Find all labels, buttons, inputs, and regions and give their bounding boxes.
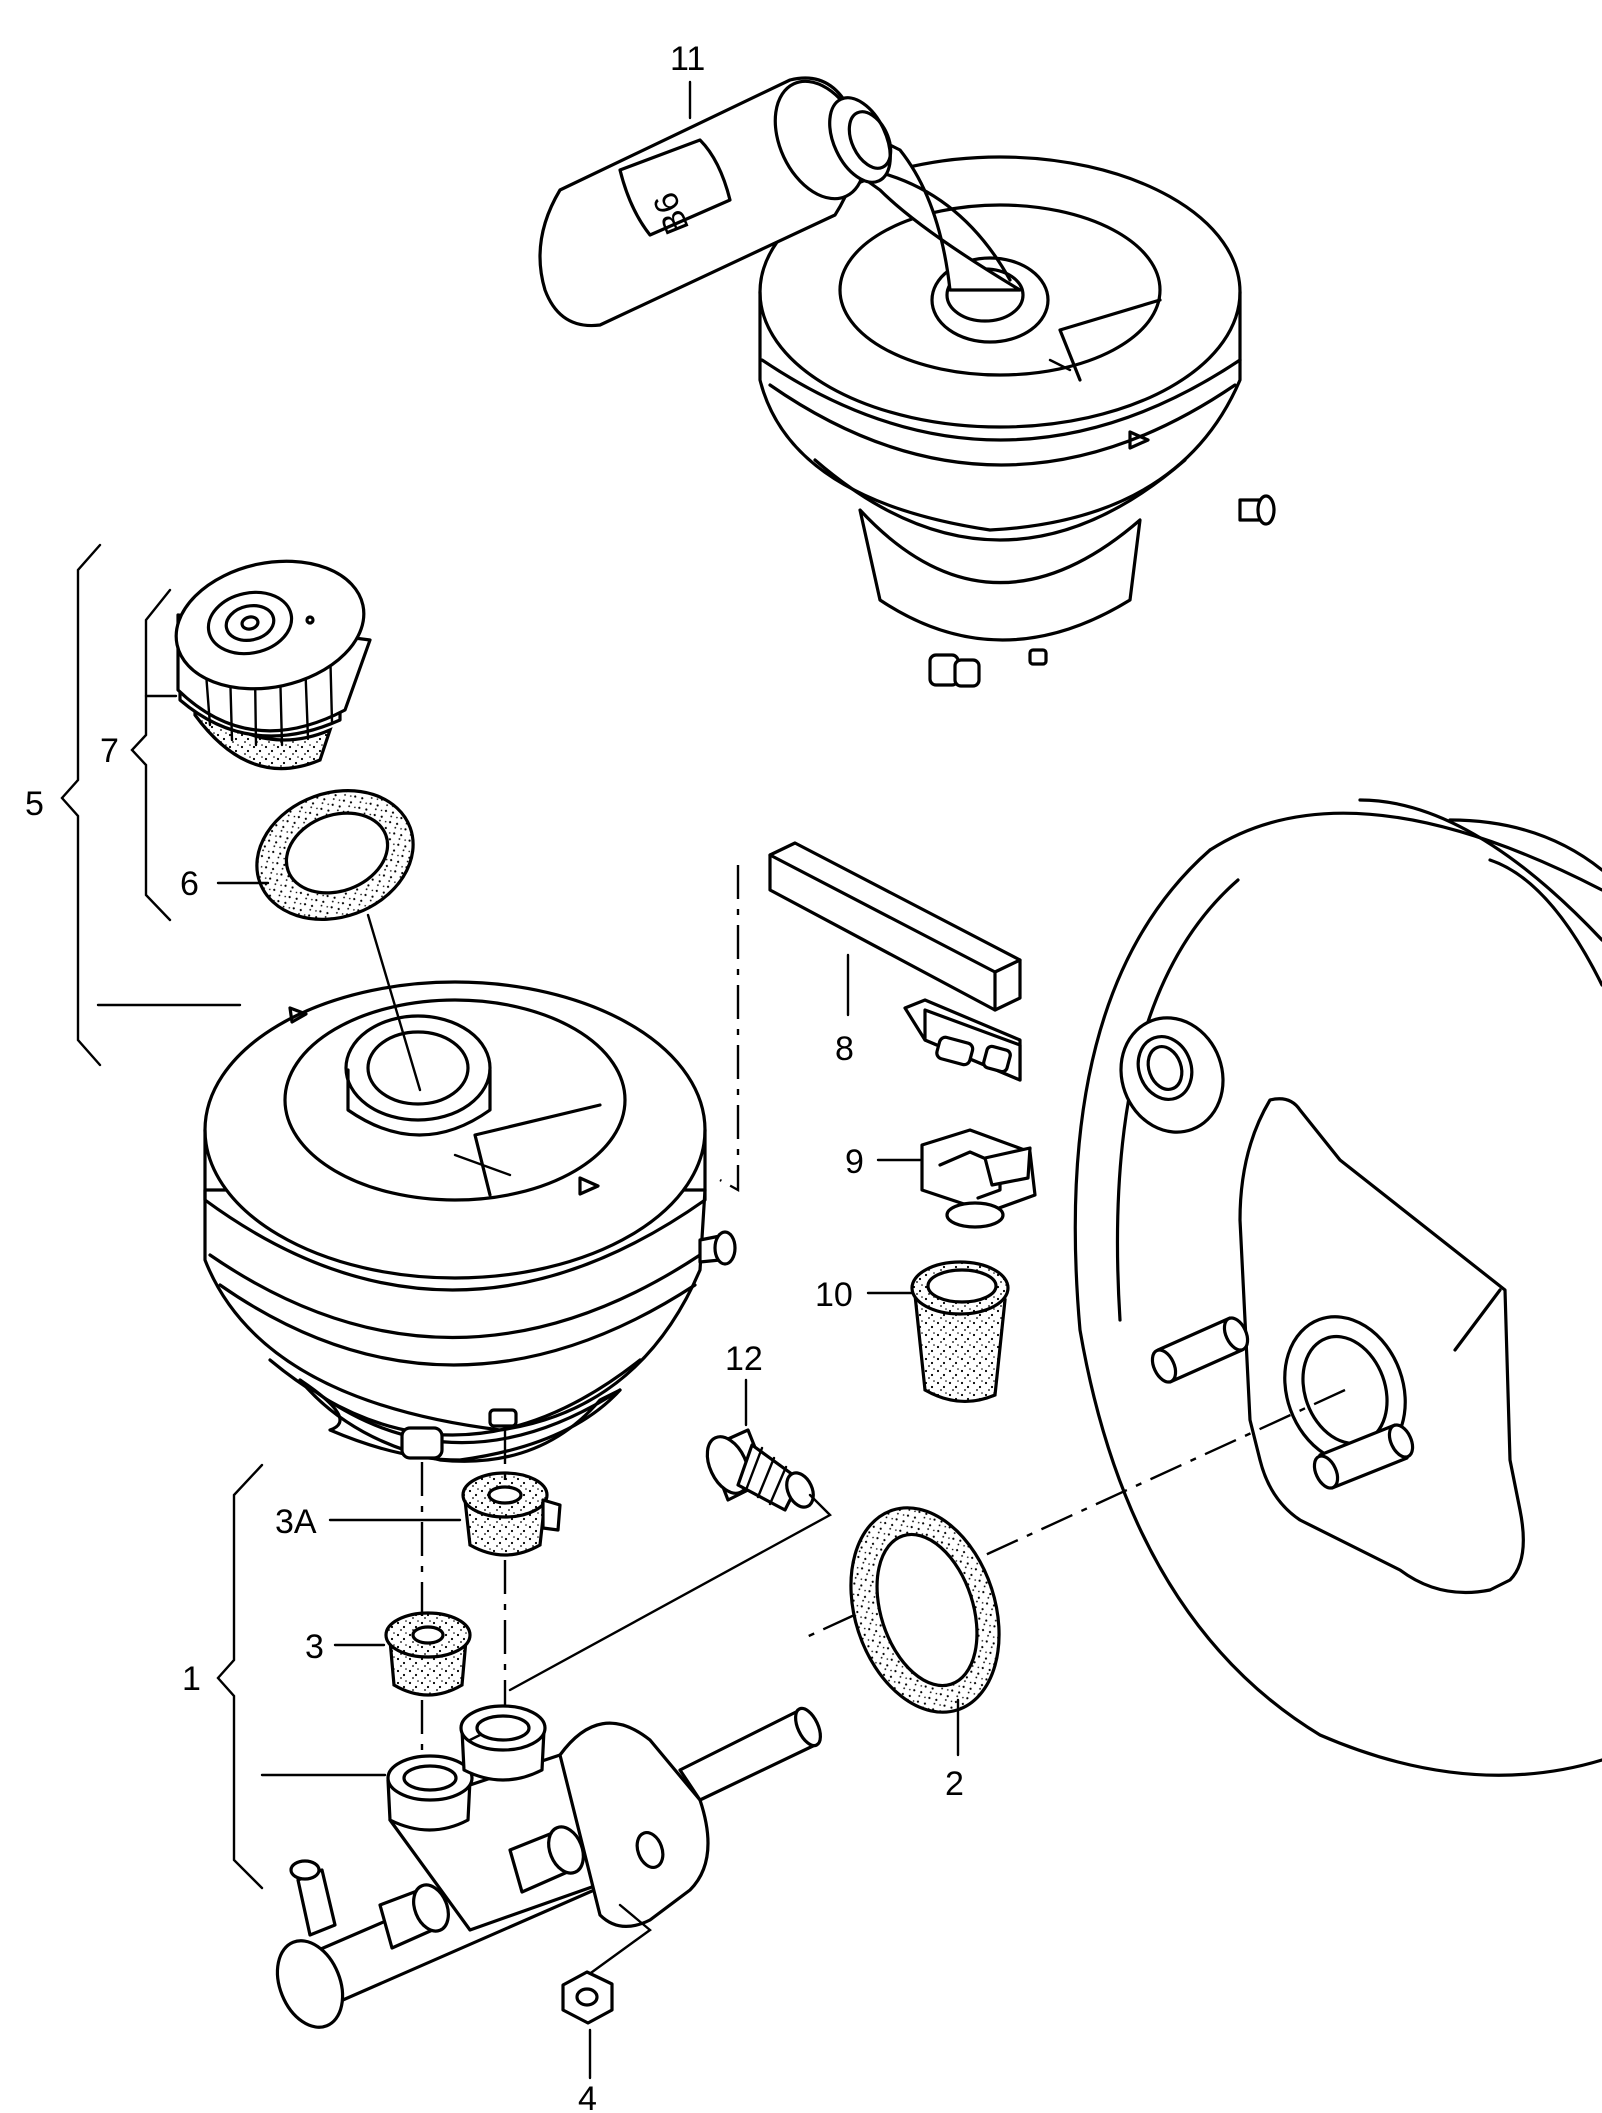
part-3a-grommet: 3A bbox=[275, 1471, 562, 1557]
label-part-8: 8 bbox=[835, 1030, 854, 1068]
part-10-plug: 10 bbox=[815, 1260, 1010, 1404]
label-part-11: 11 bbox=[670, 40, 705, 78]
label-part-3: 3 bbox=[305, 1628, 324, 1666]
part-9-clip: 9 bbox=[845, 1128, 1037, 1229]
part-6-seal-ring: 6 bbox=[180, 789, 415, 921]
brake-servo-booster bbox=[799, 798, 1602, 1777]
part-11-upper-reservoir-assembly: B6 11 bbox=[538, 40, 1276, 688]
main-reservoir bbox=[203, 913, 737, 1463]
part-8-connector-housing: 8 bbox=[719, 841, 1022, 1193]
part-5-group-bracket: 5 bbox=[25, 543, 242, 1067]
label-part-10: 10 bbox=[815, 1276, 853, 1314]
label-part-12: 12 bbox=[725, 1340, 763, 1378]
label-part-4: 4 bbox=[578, 2080, 597, 2113]
part-12-bleed-screw: 12 bbox=[508, 1340, 832, 1692]
part-3-grommet: 3 bbox=[305, 1611, 472, 1697]
part-4-nut: 4 bbox=[561, 1970, 614, 2113]
label-part-3a: 3A bbox=[275, 1503, 317, 1541]
part-7-group-bracket: 7 bbox=[100, 588, 178, 922]
label-part-2: 2 bbox=[945, 1765, 964, 1803]
part-7-reservoir-cap bbox=[174, 559, 372, 771]
part-2-seal-ring: 2 bbox=[849, 1506, 1001, 1803]
part-1-group-bracket: 1 bbox=[182, 1463, 387, 1890]
label-part-1: 1 bbox=[182, 1660, 201, 1698]
label-part-6: 6 bbox=[180, 865, 199, 903]
master-cylinder bbox=[275, 1704, 822, 2029]
alignment-lines bbox=[420, 1430, 507, 1770]
label-part-5: 5 bbox=[25, 785, 44, 823]
label-part-9: 9 bbox=[845, 1143, 864, 1181]
label-part-7: 7 bbox=[100, 732, 119, 770]
